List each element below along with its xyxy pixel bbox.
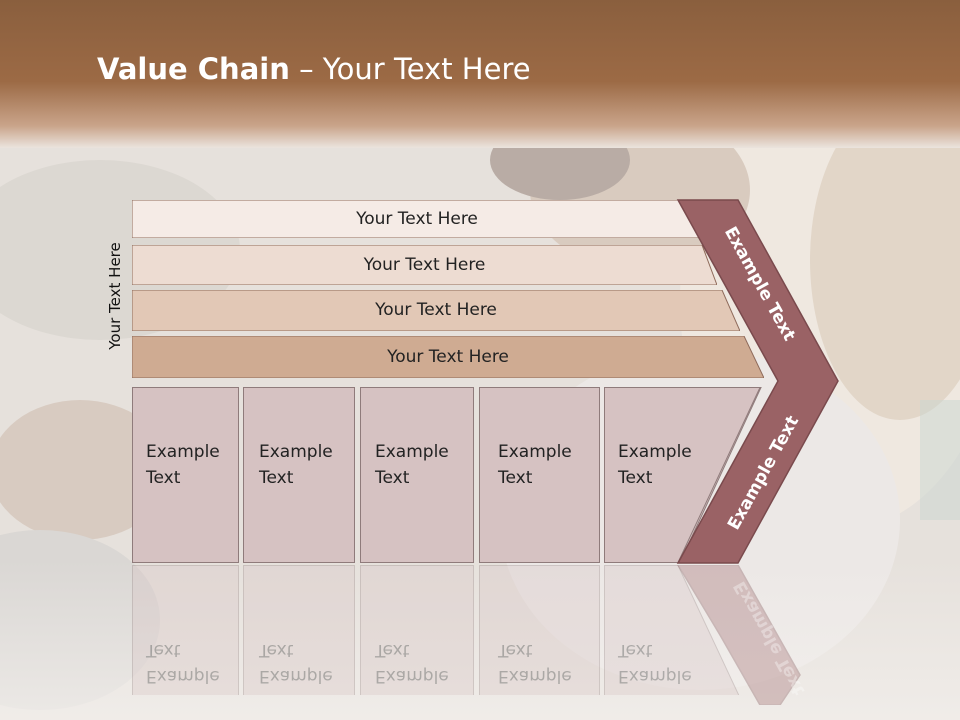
row-bar-3-label: Your Text Here xyxy=(375,300,497,320)
cell-1-refl-line1: Example xyxy=(146,666,220,686)
margin-chevron-reflection xyxy=(677,565,801,705)
cell-5-line2: Text xyxy=(618,468,653,488)
row-bar-4-label: Your Text Here xyxy=(387,347,509,367)
activity-cell-1-reflection: Example Text xyxy=(132,565,239,695)
slide-title: Value Chain – Your Text Here xyxy=(97,52,531,86)
cell-2-line1: Example xyxy=(259,442,333,462)
cell-3-line1: Example xyxy=(375,442,449,462)
cell-2-refl-line2: Text xyxy=(259,640,294,660)
cell-5-line1: Example xyxy=(618,442,692,462)
cell-4-refl-line2: Text xyxy=(498,640,533,660)
activity-cell-3-reflection: Example Text xyxy=(360,565,474,695)
row-bar-4: Your Text Here xyxy=(132,336,764,378)
row-bar-3: Your Text Here xyxy=(132,290,740,331)
slide-title-bold: Value Chain xyxy=(97,52,290,86)
activity-cell-2-reflection: Example Text xyxy=(243,565,355,695)
cell-4-line2: Text xyxy=(498,468,533,488)
activity-cell-4-reflection: Example Text xyxy=(479,565,600,695)
cell-2-line2: Text xyxy=(259,468,294,488)
row-bar-2-label: Your Text Here xyxy=(363,255,486,275)
cell-2-refl-line1: Example xyxy=(259,666,333,686)
slide-title-rest: – Your Text Here xyxy=(289,52,531,86)
row-bar-2: Your Text Here xyxy=(132,245,717,285)
row-bar-1: Your Text Here xyxy=(132,200,702,238)
cell-1-line1: Example xyxy=(146,442,220,462)
cell-4-line1: Example xyxy=(498,442,572,462)
row-bar-1-label: Your Text Here xyxy=(356,209,478,229)
cell-1-line2: Text xyxy=(146,468,181,488)
cell-1-refl-line2: Text xyxy=(146,640,181,660)
side-label: Your Text Here xyxy=(106,242,124,350)
cell-3-refl-line1: Example xyxy=(375,666,449,686)
cell-4-refl-line1: Example xyxy=(498,666,572,686)
cell-3-refl-line2: Text xyxy=(375,640,410,660)
margin-chevron xyxy=(676,199,839,564)
cell-3-line2: Text xyxy=(375,468,410,488)
